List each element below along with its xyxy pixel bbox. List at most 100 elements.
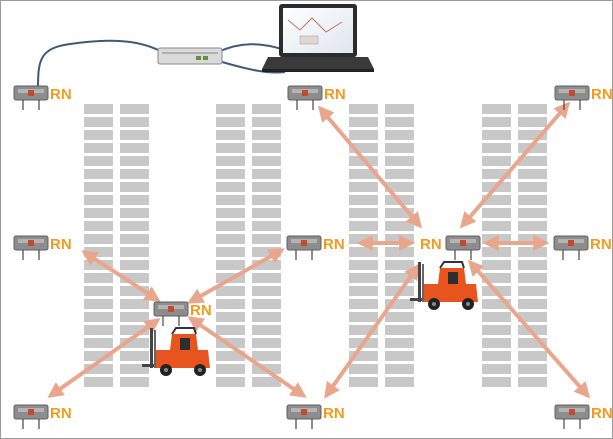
shelf-slot <box>349 182 378 192</box>
forklift-icon <box>410 261 478 310</box>
node-label: RN <box>50 236 72 253</box>
shelf-slot <box>252 312 281 322</box>
shelf-slot <box>216 169 245 179</box>
shelf-slot <box>216 117 245 127</box>
shelf-slot <box>84 338 113 348</box>
shelf-slot <box>349 130 378 140</box>
shelf-slot <box>349 221 378 231</box>
shelf-slot <box>385 104 414 114</box>
shelf-slot <box>120 156 149 166</box>
shelf-slot <box>349 247 378 257</box>
shelf-slot <box>482 247 511 257</box>
shelf-slot <box>120 351 149 361</box>
shelf-slot <box>349 364 378 374</box>
shelf-slot <box>349 104 378 114</box>
shelf-slot <box>84 273 113 283</box>
shelf-slot <box>216 299 245 309</box>
network-cables <box>37 39 286 89</box>
laptop-icon <box>262 4 374 72</box>
shelf-slot <box>84 221 113 231</box>
link-arrow <box>187 316 307 398</box>
shelf-slot <box>252 221 281 231</box>
shelf-slot <box>349 377 378 387</box>
reference-node-icon <box>554 85 590 110</box>
link-arrow <box>47 318 161 398</box>
shelf-slot <box>518 117 547 127</box>
shelf-slot <box>252 195 281 205</box>
cable-switch-to-laptop-2 <box>221 61 286 74</box>
reference-node-icon <box>13 404 49 429</box>
shelf-slot <box>482 377 511 387</box>
link-arrow <box>81 250 161 302</box>
shelf-slot <box>84 234 113 244</box>
shelf-slot <box>482 351 511 361</box>
shelf-slot <box>120 299 149 309</box>
shelf-slot <box>84 169 113 179</box>
shelf-slot <box>216 364 245 374</box>
link-arrow <box>467 259 591 399</box>
shelf-slot <box>385 312 414 322</box>
radio-links <box>47 101 591 399</box>
shelf-slot <box>216 104 245 114</box>
shelf-slot <box>84 312 113 322</box>
shelf-slot <box>84 104 113 114</box>
reference-node-forklift-left: RN <box>153 301 212 326</box>
shelf-slot <box>120 104 149 114</box>
reference-node-mid-left: RN <box>13 235 72 260</box>
shelf-slot <box>349 299 378 309</box>
shelf-slot <box>120 247 149 257</box>
shelf-slot <box>349 286 378 296</box>
reference-node-icon <box>153 301 189 326</box>
shelf-slot <box>385 377 414 387</box>
shelf-slot <box>385 130 414 140</box>
shelf-slot <box>385 156 414 166</box>
shelf-slot <box>120 182 149 192</box>
shelf-slot <box>120 195 149 205</box>
shelf-slot <box>482 117 511 127</box>
shelf-slot <box>252 325 281 335</box>
shelf-slot <box>84 156 113 166</box>
shelf-slot <box>216 234 245 244</box>
reference-node-bottom-left: RN <box>13 404 72 429</box>
shelf-slot <box>120 221 149 231</box>
reference-node-mid-center-right: RN <box>420 235 481 260</box>
node-label: RN <box>323 405 345 422</box>
shelf-slot <box>216 195 245 205</box>
shelf-slot <box>385 143 414 153</box>
shelf-slot <box>84 325 113 335</box>
reference-node-icon <box>445 235 481 260</box>
node-label: RN <box>50 86 72 103</box>
reference-node-top-right: RN <box>554 85 613 110</box>
shelf-slot <box>385 169 414 179</box>
shelf-slot <box>216 130 245 140</box>
shelf-slot <box>518 299 547 309</box>
cable-switch-to-laptop-1 <box>217 43 286 53</box>
shelf-slot <box>349 195 378 205</box>
shelf-slot <box>518 377 547 387</box>
shelf-slot <box>216 312 245 322</box>
shelf-slot <box>349 312 378 322</box>
shelf-slot <box>120 234 149 244</box>
shelf-slot <box>84 286 113 296</box>
shelf-slot <box>518 286 547 296</box>
shelf-slot <box>518 260 547 270</box>
shelf-slot <box>482 364 511 374</box>
reference-node-mid-right: RN <box>553 235 612 260</box>
shelf-slot <box>216 325 245 335</box>
shelf-slot <box>252 104 281 114</box>
shelf-slot <box>518 182 547 192</box>
shelf-slot <box>518 247 547 257</box>
shelf-slot <box>120 169 149 179</box>
shelf-slot <box>482 130 511 140</box>
shelf-slot <box>252 182 281 192</box>
shelf-slot <box>349 273 378 283</box>
node-label: RN <box>323 236 345 253</box>
network-switch-icon <box>157 47 223 65</box>
reference-node-icon <box>286 235 322 260</box>
shelf-slot <box>84 299 113 309</box>
shelf-slot <box>518 195 547 205</box>
shelf-slot <box>385 260 414 270</box>
shelf-slot <box>385 247 414 257</box>
shelf-slot <box>252 117 281 127</box>
